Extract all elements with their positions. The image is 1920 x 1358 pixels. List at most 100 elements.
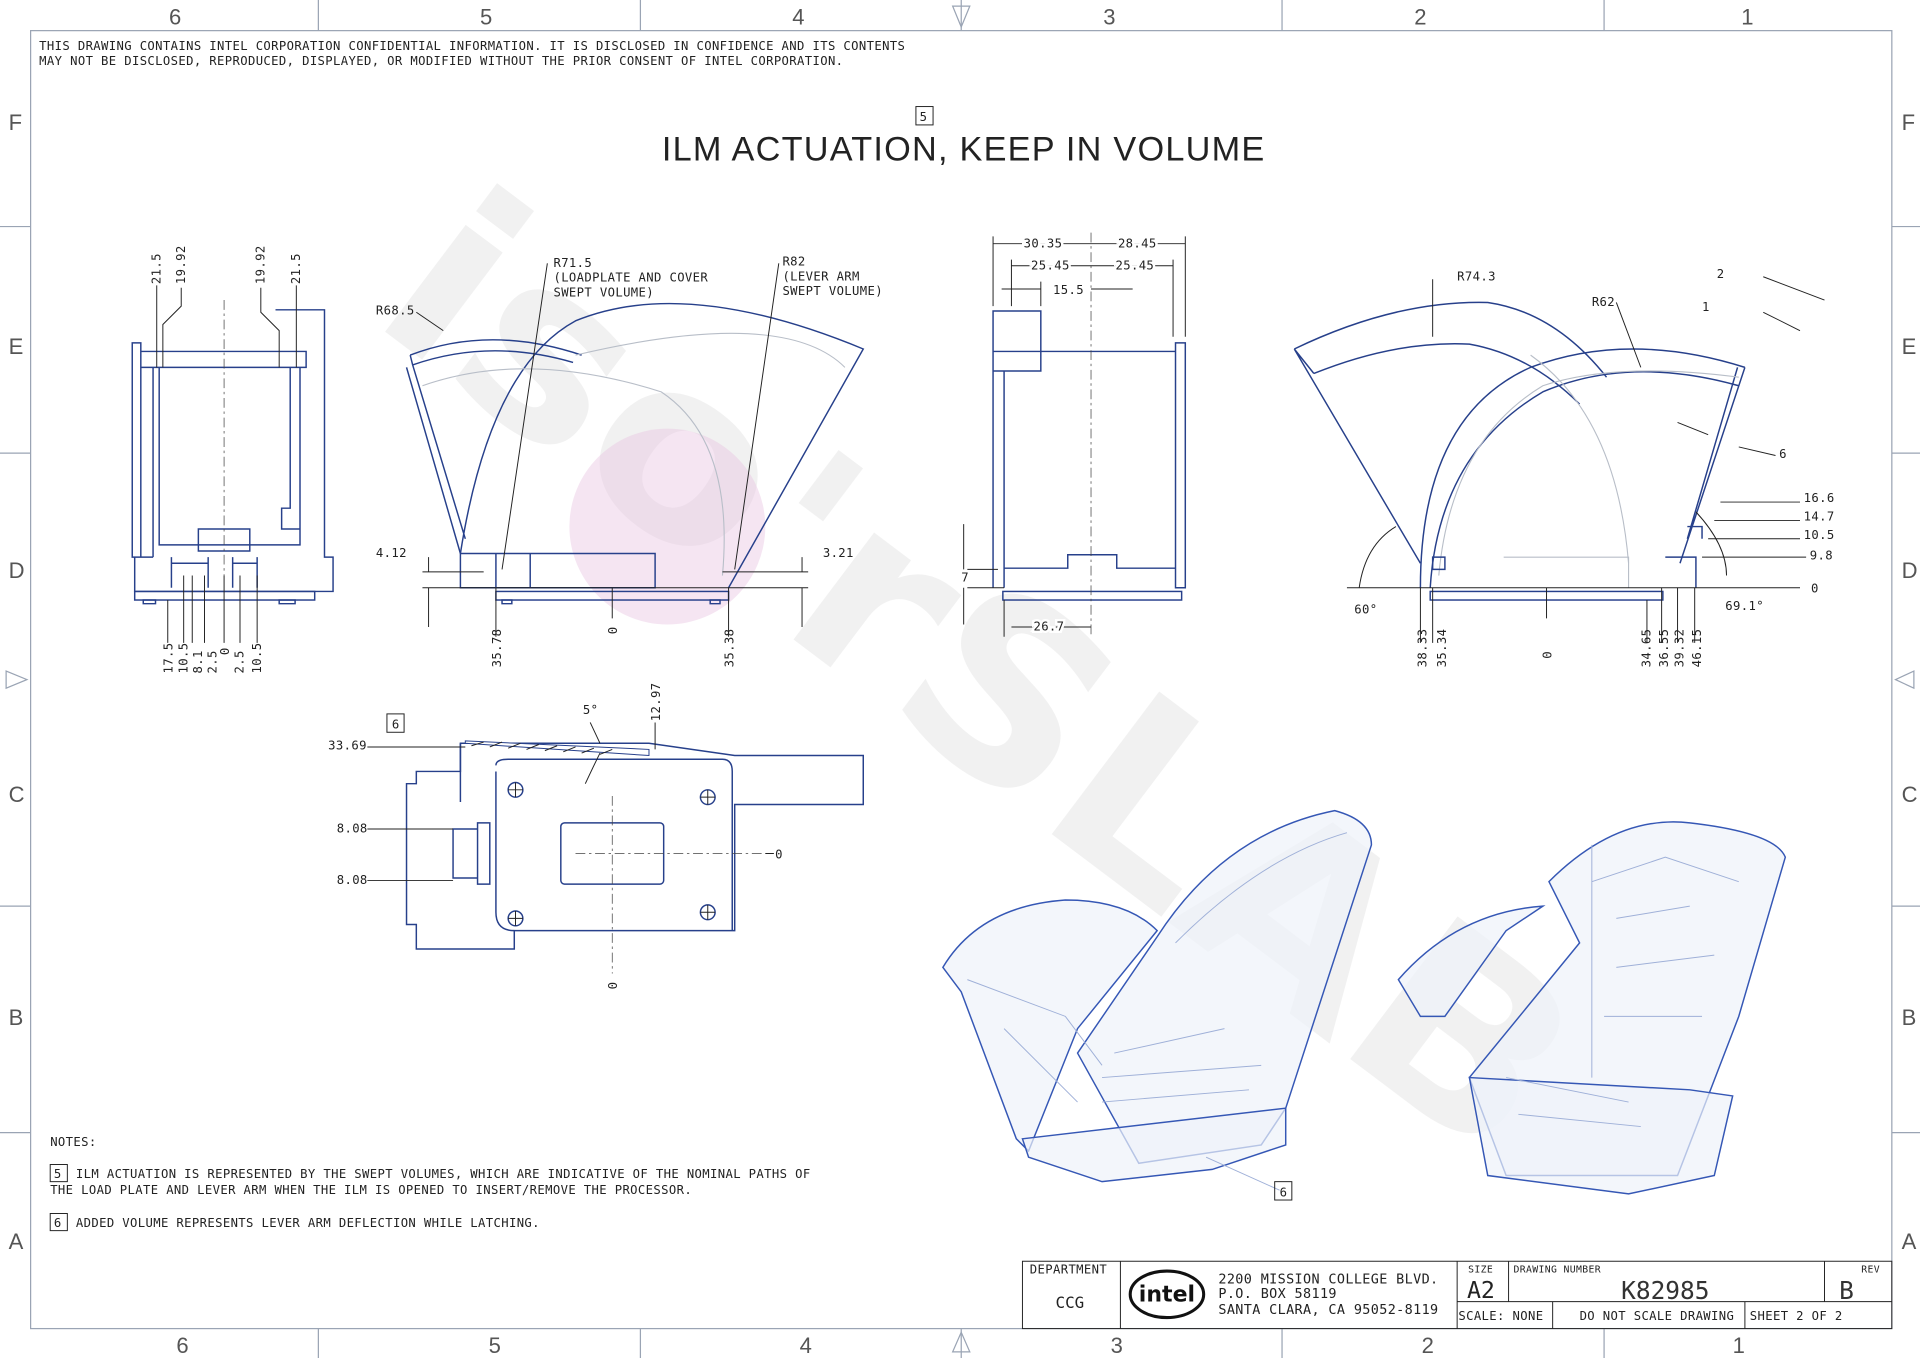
svg-text:21.5: 21.5 [149,253,163,284]
title-block: DEPARTMENT CCG intel 2200 MISSION COLLEG… [1021,1260,1893,1330]
svg-text:5: 5 [920,110,928,124]
svg-text:1: 1 [1733,1333,1745,1358]
svg-text:6: 6 [176,1333,188,1358]
svg-text:MAY NOT BE DISCLOSED, REPRODUC: MAY NOT BE DISCLOSED, REPRODUCED, DISPLA… [39,54,843,68]
isometric-view-right [1397,821,1787,1195]
svg-text:F: F [1902,110,1915,135]
svg-text:8.1: 8.1 [191,650,205,673]
svg-text:REV: REV [1861,1264,1880,1275]
svg-text:5°: 5° [583,703,598,717]
svg-text:K82985: K82985 [1621,1276,1709,1305]
svg-text:2.5: 2.5 [206,650,220,673]
svg-text:8.08: 8.08 [337,822,368,836]
svg-text:THE LOAD PLATE AND LEVER ARM W: THE LOAD PLATE AND LEVER ARM WHEN THE IL… [50,1183,692,1197]
svg-text:6: 6 [392,718,400,732]
svg-text:17.5: 17.5 [162,643,176,674]
svg-text:6: 6 [1779,447,1787,461]
svg-text:3: 3 [1111,1333,1123,1358]
svg-text:60°: 60° [1354,602,1377,616]
notes: NOTES: 5 ILM ACTUATION IS REPRESENTED BY… [49,1135,811,1232]
svg-text:35.78: 35.78 [490,629,504,668]
svg-text:D: D [9,558,25,583]
svg-text:1: 1 [1702,300,1710,314]
svg-text:19.92: 19.92 [253,245,267,284]
svg-text:A2: A2 [1467,1277,1495,1304]
svg-text:6: 6 [1280,1185,1288,1199]
svg-text:26.7: 26.7 [1033,620,1064,634]
svg-text:E: E [1902,334,1917,359]
svg-text:21.5: 21.5 [289,253,303,284]
svg-text:19.92: 19.92 [174,245,188,284]
svg-text:36.55: 36.55 [1657,629,1671,668]
svg-text:SIZE: SIZE [1468,1264,1493,1275]
svg-text:35.38: 35.38 [722,629,736,668]
svg-text:DEPARTMENT: DEPARTMENT [1030,1262,1108,1276]
watermark: iso'rSLAB [332,137,1628,1212]
svg-text:25.45: 25.45 [1116,258,1155,272]
svg-text:8.08: 8.08 [337,873,368,887]
svg-text:7: 7 [961,571,969,585]
svg-text:0: 0 [218,647,232,655]
svg-text:0: 0 [775,847,783,861]
svg-text:2200 MISSION COLLEGE BLVD.: 2200 MISSION COLLEGE BLVD. [1218,1272,1438,1287]
svg-text:CCG: CCG [1056,1293,1085,1312]
svg-text:SWEPT VOLUME): SWEPT VOLUME) [782,284,883,298]
svg-text:15.5: 15.5 [1053,283,1084,297]
svg-text:69.1°: 69.1° [1725,599,1764,613]
svg-text:SCALE: NONE: SCALE: NONE [1458,1309,1543,1323]
svg-text:10.5: 10.5 [250,643,264,674]
svg-text:28.45: 28.45 [1118,236,1157,250]
svg-text:P.O. BOX 58119: P.O. BOX 58119 [1218,1287,1337,1302]
svg-text:4.12: 4.12 [376,546,407,560]
svg-text:5: 5 [489,1333,501,1358]
svg-text:10.5: 10.5 [176,643,190,674]
svg-text:ADDED VOLUME REPRESENTS LEVER: ADDED VOLUME REPRESENTS LEVER ARM DEFLEC… [76,1216,540,1230]
svg-text:6: 6 [54,1216,62,1230]
svg-text:9.8: 9.8 [1810,549,1833,563]
svg-text:2: 2 [1422,1333,1434,1358]
svg-text:25.45: 25.45 [1031,258,1070,272]
svg-text:16.6: 16.6 [1804,491,1835,505]
svg-text:12.97: 12.97 [649,683,663,722]
svg-text:30.35: 30.35 [1024,236,1063,250]
svg-text:ILM ACTUATION IS REPRESENTED B: ILM ACTUATION IS REPRESENTED BY THE SWEP… [76,1167,811,1181]
lever-swept-view: R74.3 R62 2 1 6 16.6 14.7 10.5 9.8 0 60°… [1293,267,1835,668]
svg-text:4: 4 [800,1333,812,1358]
svg-text:intel: intel [1139,1283,1195,1308]
svg-text:(LOADPLATE AND COVER: (LOADPLATE AND COVER [553,271,708,285]
svg-text:46.15: 46.15 [1690,629,1704,668]
svg-text:iso'rSLAB: iso'rSLAB [332,137,1628,1212]
svg-text:(LEVER ARM: (LEVER ARM [782,269,859,283]
svg-text:33.69: 33.69 [328,738,367,752]
confidentiality-notice: THIS DRAWING CONTAINS INTEL CORPORATION … [39,39,905,68]
svg-text:0: 0 [606,627,620,635]
svg-text:38.33: 38.33 [1416,629,1430,668]
side-swept-view: R68.5 R71.5 (LOADPLATE AND COVER SWEPT V… [376,255,883,668]
svg-text:R82: R82 [782,255,805,269]
svg-text:0: 0 [1540,651,1554,659]
svg-text:3: 3 [1103,5,1115,30]
svg-text:5: 5 [54,1167,62,1181]
top-view: 6 5° 12.97 33.69 8.08 8.08 0 0 [328,683,864,990]
svg-text:SWEPT VOLUME): SWEPT VOLUME) [553,285,654,299]
end-view: 30.35 28.45 25.45 25.45 15.5 7 26.7 [961,232,1187,637]
svg-text:10.5: 10.5 [1804,528,1835,542]
front-view: 21.5 19.92 19.92 21.5 17.5 10.5 8.1 2.5 … [131,245,334,674]
svg-text:SHEET 2 OF 2: SHEET 2 OF 2 [1750,1309,1843,1323]
svg-text:B: B [9,1005,24,1030]
svg-text:NOTES:: NOTES: [50,1135,96,1149]
svg-text:6: 6 [169,5,181,30]
svg-text:C: C [9,782,25,807]
svg-text:B: B [1839,1276,1854,1305]
svg-text:R74.3: R74.3 [1457,269,1496,283]
svg-text:C: C [1902,782,1918,807]
svg-text:4: 4 [792,5,804,30]
zone-labels: 6 5 4 3 2 1 6 5 4 3 2 1 F E D C B A F E … [9,5,1918,1358]
svg-text:0: 0 [606,982,620,990]
svg-text:A: A [1902,1229,1917,1254]
svg-text:14.7: 14.7 [1804,509,1835,523]
svg-text:0: 0 [1811,582,1819,596]
svg-text:35.34: 35.34 [1435,629,1449,668]
